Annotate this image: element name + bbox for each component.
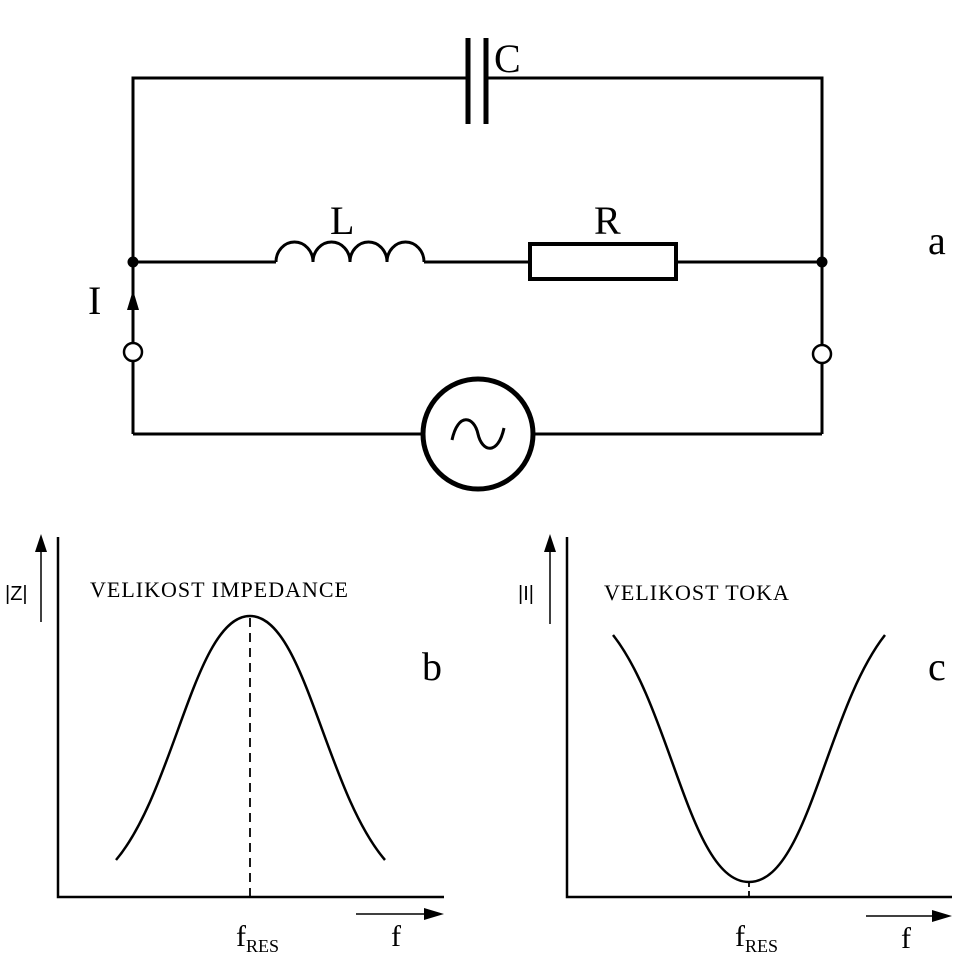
wire-top-right [486,76,824,262]
impedance-plot-title: VELIKOST IMPEDANCE [90,577,349,602]
current-y-arrow-icon [544,534,556,552]
impedance-resonance-curve [115,614,386,861]
label-current: I [88,278,101,323]
current-plot-title: VELIKOST TOKA [604,580,790,605]
current-tick-f: f [735,920,745,953]
terminal-right [811,343,833,365]
current-resonance-curve [612,634,886,884]
current-x-axis-label: f [901,922,911,955]
impedance-x-axis-label: f [391,920,401,953]
current-tick-sub: RES [745,936,778,956]
circuit-diagram [122,38,833,492]
inductor-coil [274,240,426,263]
impedance-axes [56,537,444,899]
resistor-body [528,242,678,281]
current-axes [565,537,952,899]
wire-top-left [131,76,468,262]
impedance-plot [40,537,444,915]
current-resonance-tick-label: fRES [735,920,778,956]
label-capacitor: C [494,36,521,81]
label-resistor: R [594,198,621,243]
current-y-axis-label: |I| [518,583,534,605]
ac-source-sine-icon [450,418,506,450]
panel-label-a: a [928,218,946,263]
terminal-left [122,341,144,363]
impedance-tick-f: f [236,920,246,953]
impedance-x-arrow-icon [424,908,444,920]
panel-label-c: c [928,644,946,689]
current-arrow-icon [127,290,139,310]
impedance-y-axis-label: |Z| [5,583,28,605]
impedance-y-arrow-icon [35,534,47,552]
current-plot [549,537,952,917]
label-inductor: L [330,198,354,243]
impedance-tick-sub: RES [246,936,279,956]
impedance-resonance-tick-label: fRES [236,920,279,956]
current-x-arrow-icon [932,910,952,922]
panel-label-b: b [422,644,442,689]
